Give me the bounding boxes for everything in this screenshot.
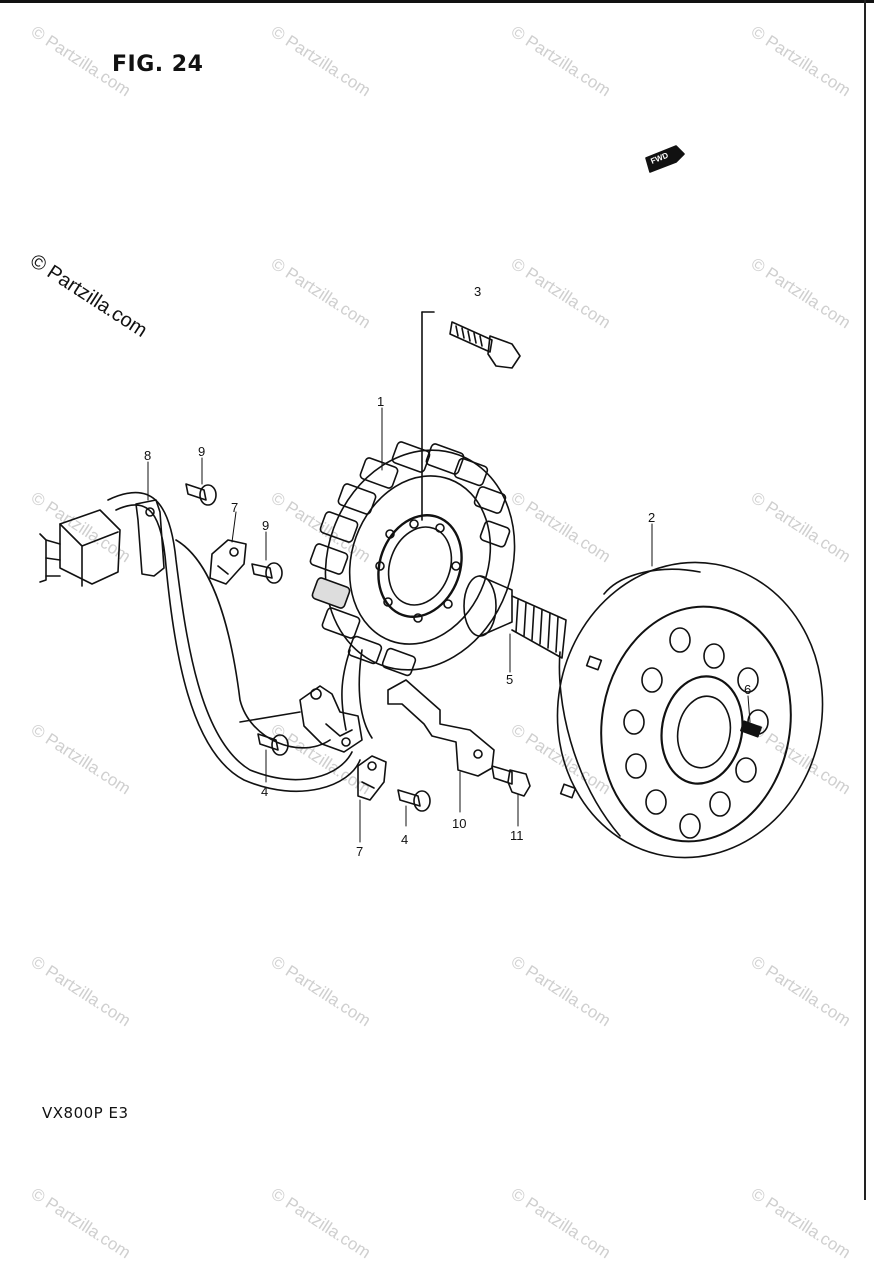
callout-3: 3 [474,284,481,299]
fwd-arrow-icon: FWD [645,145,685,173]
stator-coil [309,441,516,677]
pickup-coil [239,685,363,753]
screw [397,789,431,812]
top-border [0,0,874,3]
callout-8: 8 [144,448,151,463]
bolt [491,765,531,797]
exploded-view-drawing: FWD [39,145,824,859]
wire-clamp [209,539,247,585]
right-border [864,0,866,1200]
callout-1: 1 [377,394,384,409]
harness-clamp [135,499,165,577]
callout-9: 9 [198,444,205,459]
callout-2: 2 [648,510,655,525]
screw [257,733,289,756]
callout-9: 9 [262,518,269,533]
callout-5: 5 [506,672,513,687]
callout-6: 6 [744,682,751,697]
figure-title: FIG. 24 [112,52,204,77]
wire-clamp [357,755,387,801]
callout-7: 7 [356,844,363,859]
callout-11: 11 [510,828,524,843]
model-code: VX800P E3 [42,1104,129,1122]
pickup-bracket [387,679,495,777]
stator-bolt [421,311,521,521]
callout-4: 4 [261,784,268,799]
harness-connector [39,509,121,587]
leader-lines [147,407,751,843]
screw [185,483,217,506]
screw [251,562,283,584]
wiring-harness [107,491,373,793]
rotor-bolt [463,575,567,659]
callout-7: 7 [231,500,238,515]
flywheel-rotor [556,561,824,859]
callout-10: 10 [452,816,466,831]
callout-4: 4 [401,832,408,847]
callout-labels: 1 2 3 4 4 5 6 7 7 8 9 9 10 11 [144,284,751,859]
